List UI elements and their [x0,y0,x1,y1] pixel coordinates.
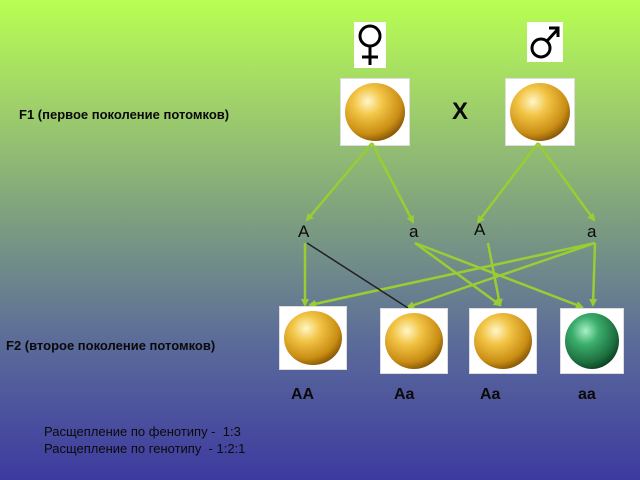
arrow-female-a [370,142,415,224]
male-symbol-box [527,22,563,62]
gamete-4: a [587,222,597,241]
arrow-female-A [305,142,373,222]
f1-label: F1 (первое поколение потомков) [19,107,230,122]
genotype-4: aa [578,386,596,403]
offspring-cell-1 [279,306,347,370]
arrow-a-aa-2 [589,242,598,307]
parent-male-cell [505,78,575,146]
offspring-cell-2 [380,308,448,374]
f2-label: F2 (второе поколение потомков) [6,338,216,353]
phenotype-ratio: Расщепление по фенотипу - 1:3 [44,424,241,439]
genotype-ratio: Расщепление по генотипу - 1:2:1 [44,441,246,456]
genotype-3: Aa [480,386,501,403]
offspring-cell-4 [560,308,624,374]
cross-symbol: X [452,98,469,125]
dominant-cell-icon [345,83,405,141]
parent-female-cell [340,78,410,146]
female-icon [358,24,382,65]
female-symbol-box [354,22,386,68]
gamete-2: a [409,222,419,241]
genotype-1: AA [291,386,315,403]
dominant-cell-icon [385,313,443,369]
dominant-cell-icon [510,83,570,141]
gamete-3: A [474,220,486,239]
gamete-1: A [298,222,310,241]
arrow-male-A [476,142,539,224]
dark-line-A-Aa [306,242,409,309]
dominant-cell-icon [474,313,532,369]
arrow-a-AA [308,241,596,308]
dominant-cell-icon [284,311,342,365]
offspring-cell-3 [469,308,537,374]
male-icon [530,26,560,59]
recessive-cell-icon [565,313,619,369]
genotype-2: Aa [394,386,415,403]
arrow-male-a [536,142,596,222]
arrow-A-Aa1 [414,241,502,307]
arrow-a-aa-1 [414,241,584,309]
